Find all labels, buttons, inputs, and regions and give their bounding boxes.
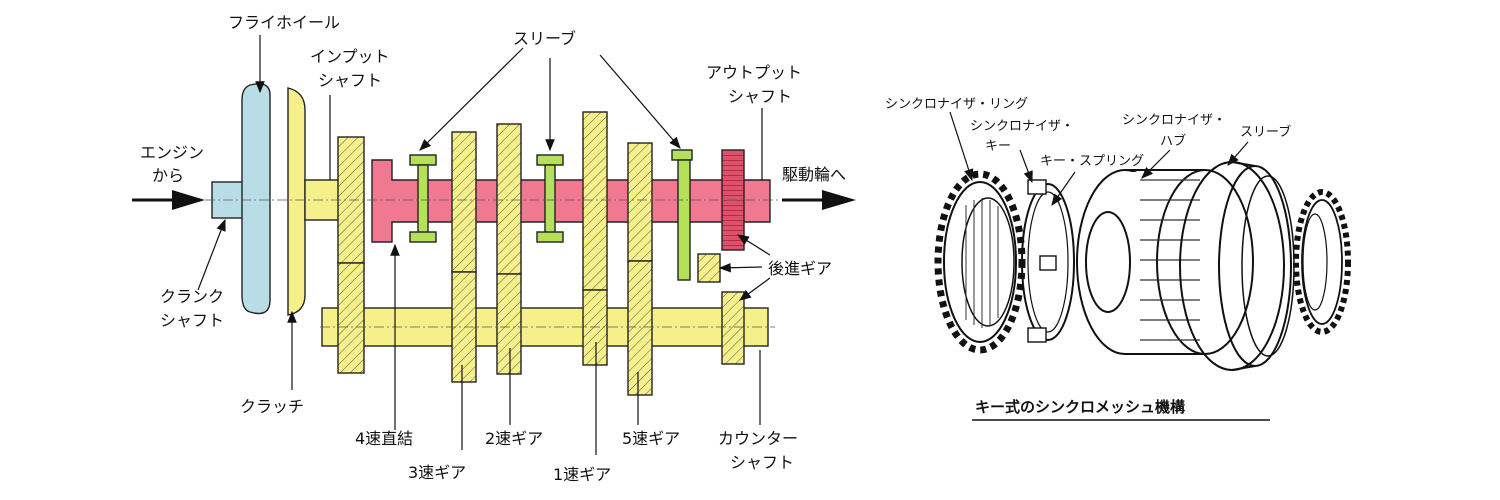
reverse-gear-counter <box>721 291 745 365</box>
label-sync-ring: シンクロナイザ・リング <box>885 97 1028 112</box>
leader-sleeve-3 <box>599 54 681 149</box>
synchronizer-ring-right <box>1293 189 1351 335</box>
gear-1-main <box>582 111 608 291</box>
engine-arrow-head <box>172 190 205 210</box>
synchromesh-diagram: シンクロナイザ・リング シンクロナイザ・ キー キー・スプリング シンクロナイザ… <box>885 97 1351 421</box>
leader-key-spring <box>1051 171 1076 206</box>
leader-reverse-3 <box>739 277 771 301</box>
label-gear-2: 2速ギア <box>485 429 543 448</box>
sleeve-1 <box>409 154 437 243</box>
label-direct-4: 4速直結 <box>355 429 413 448</box>
label-counter-shaft-1: カウンター <box>718 429 798 448</box>
flywheel <box>241 83 271 315</box>
label-output-shaft-2: シャフト <box>728 87 792 106</box>
transmission-diagram: フライホイール インプット シャフト スリーブ アウトプット シャフト エンジン… <box>132 13 856 484</box>
gear-5-counter <box>627 260 653 396</box>
label-sleeve-right: スリーブ <box>1240 124 1291 140</box>
leader-sleeve-right <box>1227 141 1249 166</box>
counter-gear-input <box>337 262 365 374</box>
leader-crankshaft <box>197 218 226 291</box>
label-to-wheels: 駆動輪へ <box>782 165 846 184</box>
label-flywheel: フライホイール <box>228 13 340 32</box>
label-sync-key-1: シンクロナイザ・ <box>970 119 1074 134</box>
synchronizer-ring-left <box>934 170 1026 354</box>
label-input-shaft-2: シャフト <box>318 71 382 90</box>
label-sync-hub-1: シンクロナイザ・ <box>1122 113 1226 128</box>
gear-1-counter <box>582 289 608 366</box>
caption: キー式のシンクロメッシュ機構 <box>975 398 1185 416</box>
gear-2-main <box>496 123 522 275</box>
label-engine-2: から <box>152 166 184 185</box>
clutch-disc <box>287 87 306 316</box>
leader-reverse-2 <box>736 234 771 256</box>
label-crankshaft-1: クランク <box>160 287 224 306</box>
label-reverse-gear: 後進ギア <box>768 259 832 278</box>
label-clutch: クラッチ <box>240 397 304 416</box>
leader-sleeve-1 <box>419 47 524 151</box>
output-shaft <box>371 159 771 243</box>
reverse-idler-gear <box>697 253 721 283</box>
label-gear-1: 1速ギア <box>553 465 611 484</box>
label-key-spring: キー・スプリング <box>1040 154 1144 169</box>
label-counter-shaft-2: シャフト <box>730 453 794 472</box>
sleeve-2 <box>536 154 564 243</box>
leader-reverse-1 <box>718 262 763 273</box>
key-spring <box>1021 179 1075 343</box>
gear-3-main <box>451 131 477 273</box>
output-arrow-head <box>822 190 856 210</box>
label-output-shaft-1: アウトプット <box>706 63 802 82</box>
sleeve-3 <box>671 149 693 281</box>
leader-sync-ring <box>949 111 974 182</box>
leader-sync-key <box>1019 149 1033 184</box>
label-sync-key-2: キー <box>985 139 1011 154</box>
label-sleeve: スリーブ <box>513 29 576 48</box>
leader-sync-hub <box>1141 149 1171 179</box>
label-engine-1: エンジン <box>140 143 204 162</box>
label-gear-3: 3速ギア <box>408 463 466 482</box>
label-sync-hub-2: ハブ <box>1160 133 1186 149</box>
label-crankshaft-2: シャフト <box>160 311 224 330</box>
label-gear-5: 5速ギア <box>622 429 680 448</box>
gear-2-counter <box>496 273 522 375</box>
label-input-shaft-1: インプット <box>310 47 390 66</box>
gear-5-main <box>627 142 653 262</box>
